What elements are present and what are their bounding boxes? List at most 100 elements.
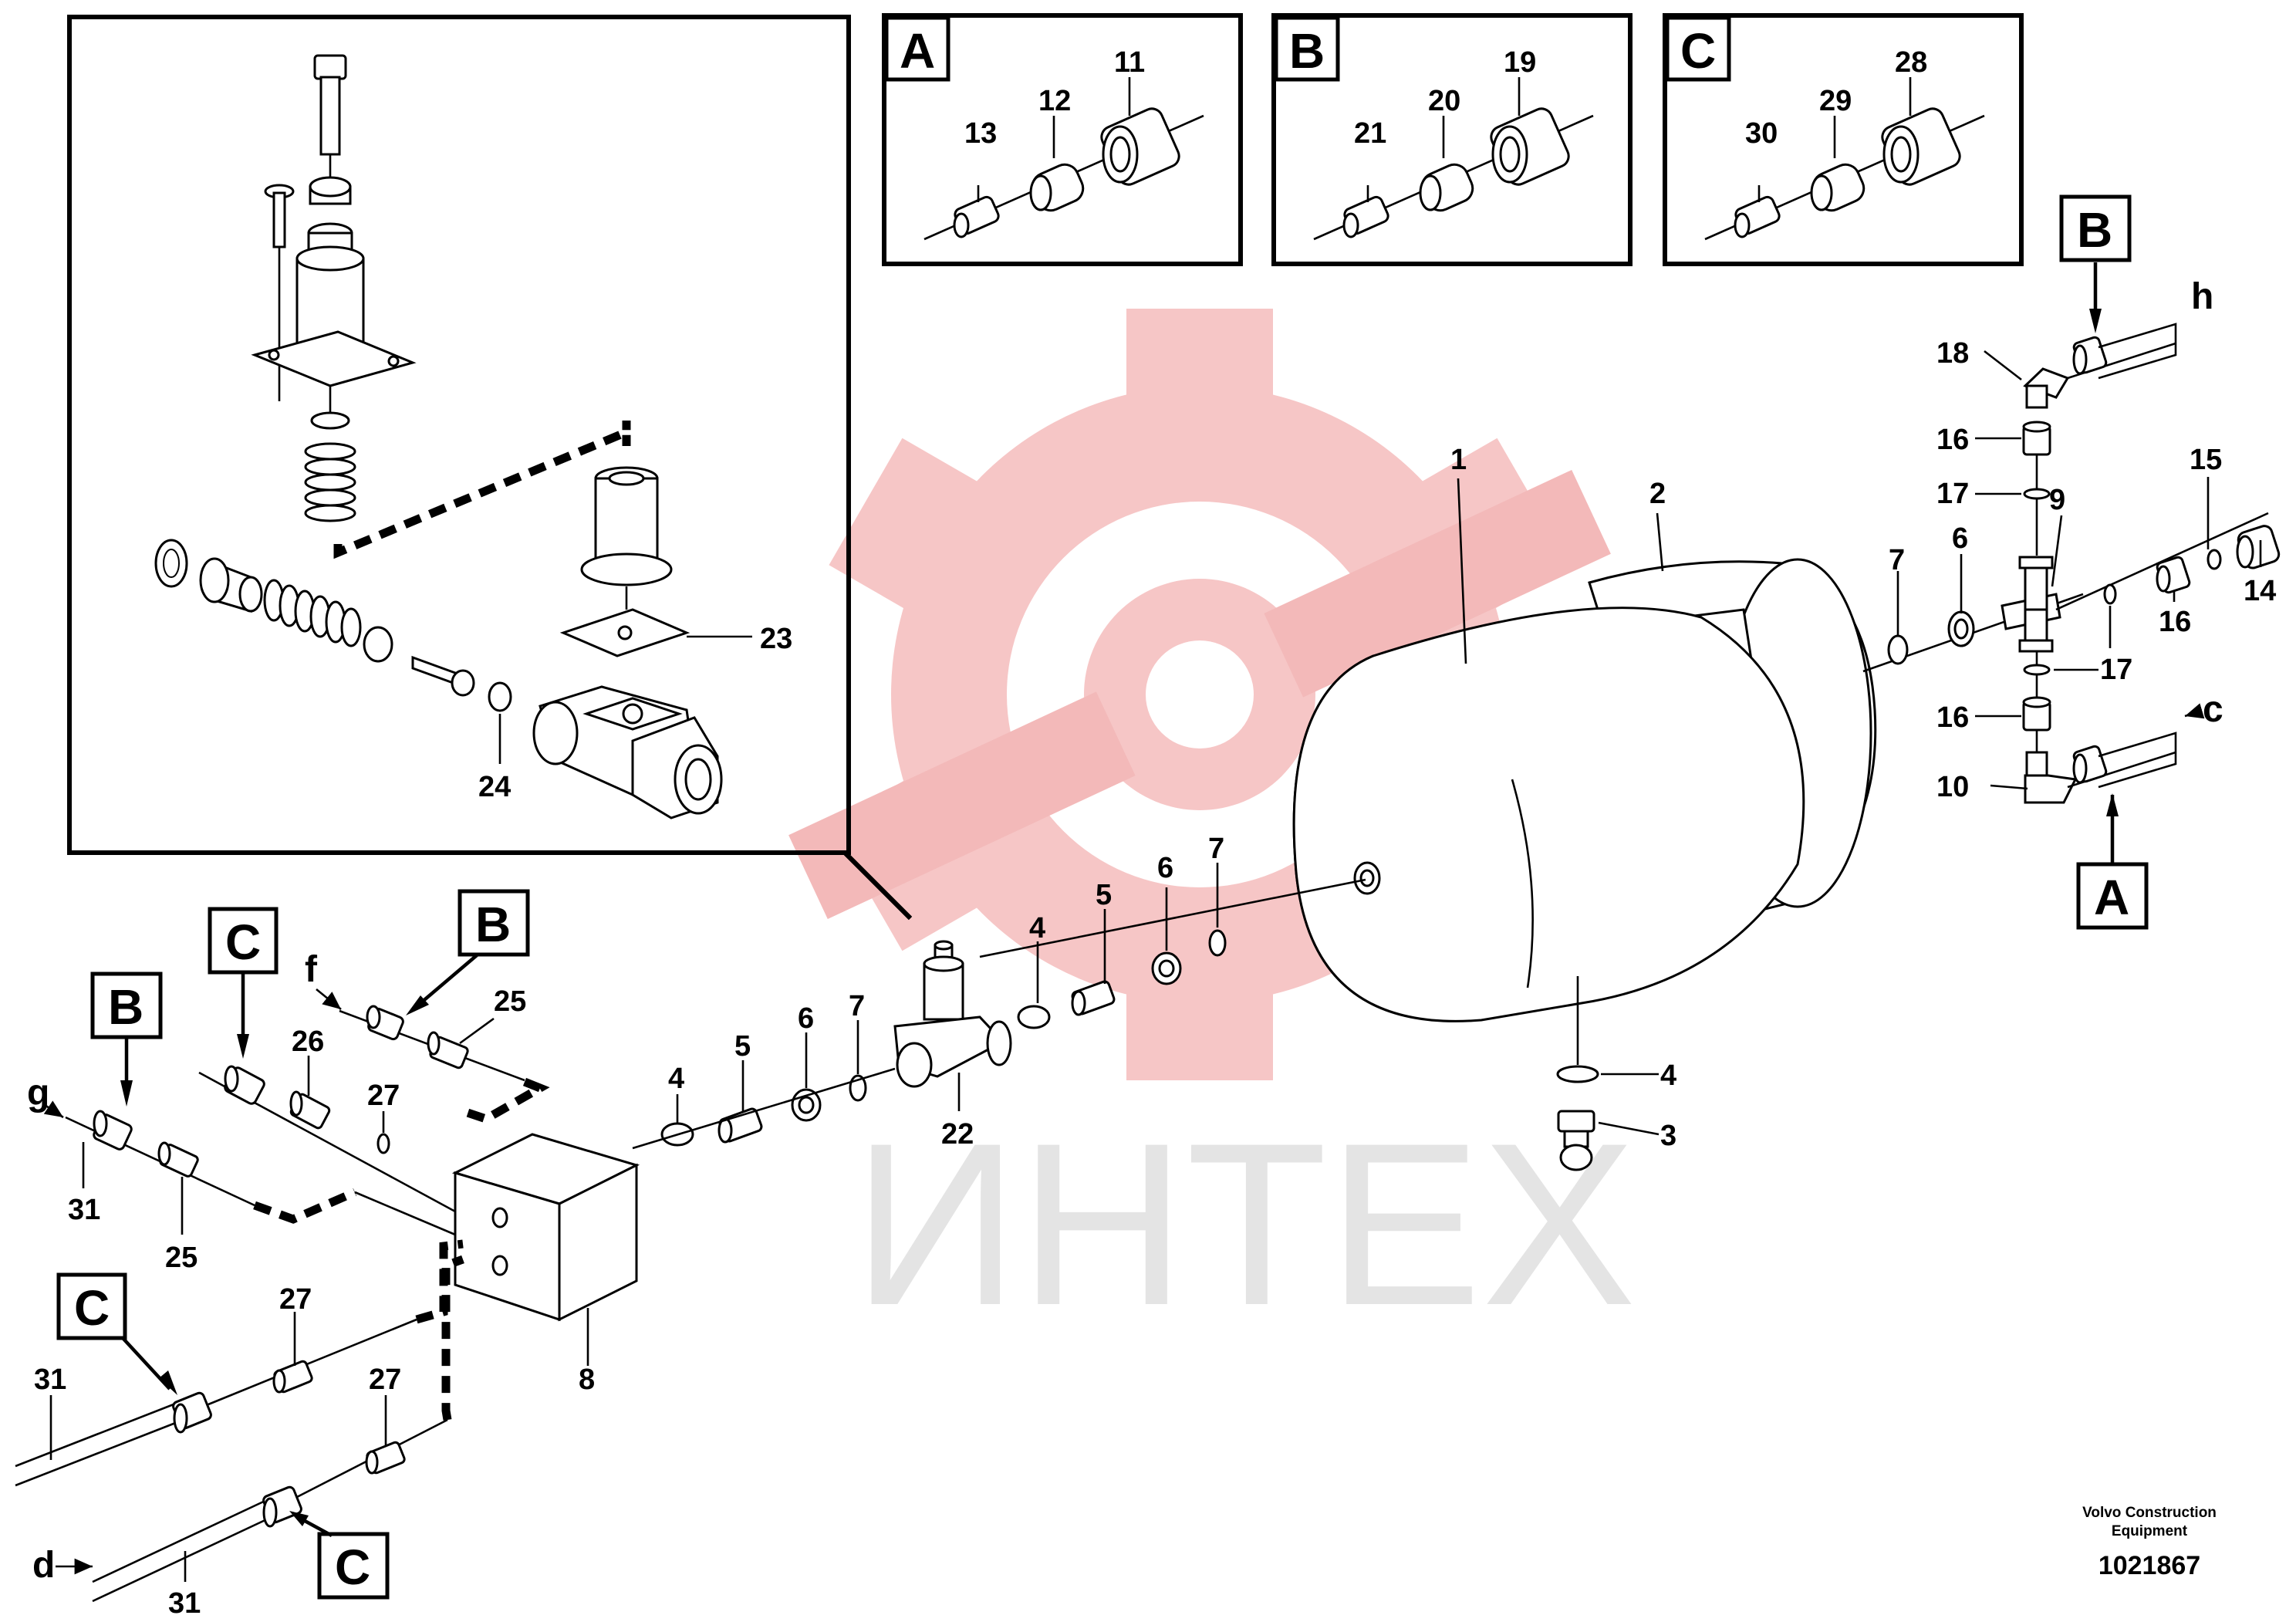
nipple-5-lower <box>718 1107 763 1144</box>
letter-box-c-top: C <box>208 907 279 1059</box>
plug-14 <box>2236 525 2281 569</box>
label-10: 10 <box>1936 771 1969 803</box>
label-27-upper: 27 <box>367 1080 400 1112</box>
nipple-5-upper <box>1071 980 1116 1016</box>
label-23: 23 <box>760 623 792 655</box>
nut-d <box>262 1485 302 1528</box>
label-2: 2 <box>1649 478 1666 510</box>
label-11: 11 <box>1114 46 1145 79</box>
label-15: 15 <box>2190 444 2222 476</box>
label-27-mid: 27 <box>279 1283 312 1316</box>
letter-b-top: B <box>2077 202 2112 258</box>
nut-16-top <box>2022 421 2051 456</box>
line-letter-f: f <box>305 949 318 990</box>
nut-19 <box>1490 107 1570 186</box>
label-19: 19 <box>1504 46 1536 79</box>
callout-box-a: A 13 12 11 <box>882 13 1243 266</box>
line-letter-g: g <box>27 1073 49 1113</box>
footer: Volvo Construction Equipment 1021867 <box>2082 1505 2217 1580</box>
sleeve-cap <box>580 466 673 586</box>
sleeve-12 <box>1029 163 1085 212</box>
nipple-30 <box>1734 195 1781 238</box>
label-24: 24 <box>478 771 511 803</box>
nipple-25-upper <box>427 1031 469 1070</box>
label-4-drain: 4 <box>1660 1059 1676 1092</box>
nut-6-right <box>1947 610 1975 647</box>
letter-b-left: B <box>108 979 144 1035</box>
nipple-25-lower <box>157 1141 199 1178</box>
label-14: 14 <box>2244 575 2276 607</box>
nipple-21 <box>1342 195 1389 238</box>
letter-b-mid: B <box>475 897 511 952</box>
footer-code: 1021867 <box>2098 1551 2200 1580</box>
label-16-bottom: 16 <box>1936 701 1969 734</box>
valve-spring <box>263 579 362 647</box>
letter-c-bottom: C <box>335 1539 370 1595</box>
elbow-10 <box>2024 751 2078 804</box>
tee-9 <box>2001 556 2061 653</box>
label-22: 22 <box>941 1118 974 1151</box>
nut-g <box>93 1110 133 1151</box>
spring-washer <box>310 411 350 430</box>
footer-line1: Volvo Construction <box>2082 1505 2217 1521</box>
nut-11 <box>1100 107 1180 186</box>
nut-h <box>2072 336 2108 375</box>
label-8: 8 <box>579 1363 595 1396</box>
center-fittings: 22 4 5 6 7 4 5 6 7 <box>632 833 1227 1151</box>
label-17-right: 17 <box>2100 654 2132 686</box>
retaining-ring <box>154 539 188 588</box>
label-4-upper: 4 <box>1029 912 1045 944</box>
label-16-top: 16 <box>1936 424 1969 456</box>
label-31-mid: 31 <box>34 1363 66 1396</box>
label-6-lower: 6 <box>798 1002 814 1035</box>
label-6-right: 6 <box>1952 522 1968 555</box>
line-letter-d: d <box>32 1545 55 1586</box>
label-25-upper: 25 <box>494 985 526 1018</box>
callout-box-b: B 21 20 19 <box>1271 13 1633 266</box>
drain-washer-4: 4 <box>1556 1059 1676 1092</box>
callout-letter-b: B <box>1289 23 1325 79</box>
air-tank-1: 1 2 <box>979 444 1877 1065</box>
nut-c-mid <box>224 1065 265 1105</box>
letter-box-c-bottom: C <box>289 1511 390 1600</box>
label-12: 12 <box>1038 85 1071 117</box>
label-13: 13 <box>964 117 997 150</box>
sleeve-29 <box>1810 163 1866 212</box>
o-ring-7-right <box>1887 634 1909 665</box>
gasket-23 <box>559 586 752 657</box>
callout-letter-a: A <box>900 23 935 79</box>
letter-box-a-right: A <box>2076 793 2149 930</box>
screw <box>264 184 295 401</box>
letter-box-b-top: B <box>2059 194 2132 333</box>
label-17-top: 17 <box>1936 478 1969 510</box>
nipple-13 <box>953 195 1000 238</box>
line-letter-h: h <box>2191 276 2213 317</box>
label-30: 30 <box>1745 117 1778 150</box>
callout-letter-c: C <box>1680 23 1716 79</box>
label-5-lower: 5 <box>734 1030 751 1063</box>
letter-a-right: A <box>2094 870 2129 925</box>
piston-pin <box>411 655 475 697</box>
nut-16-bottom <box>2022 696 2051 732</box>
label-3: 3 <box>1660 1120 1676 1152</box>
valve-detail-inset: 23 24 <box>67 15 913 921</box>
o-ring-7-upper <box>1208 929 1227 957</box>
line-letter-c: c <box>2203 689 2223 730</box>
bolt <box>313 54 347 177</box>
nut-6-upper <box>1151 951 1182 985</box>
o-ring-17-bottom <box>2023 664 2051 676</box>
actuator-housing <box>251 222 417 417</box>
footer-line2: Equipment <box>2112 1523 2188 1539</box>
valve-housing <box>532 685 723 819</box>
letter-c-top: C <box>225 914 261 970</box>
label-26: 26 <box>292 1026 324 1058</box>
label-29: 29 <box>1819 85 1852 117</box>
label-1: 1 <box>1450 444 1467 476</box>
nipple-27-lower <box>365 1441 406 1475</box>
letter-box-b-left: B <box>90 972 163 1107</box>
label-9: 9 <box>2049 484 2065 516</box>
nut-upper-f <box>366 1005 404 1041</box>
label-6-upper: 6 <box>1157 852 1173 884</box>
valve-22: 22 <box>893 940 1012 1151</box>
